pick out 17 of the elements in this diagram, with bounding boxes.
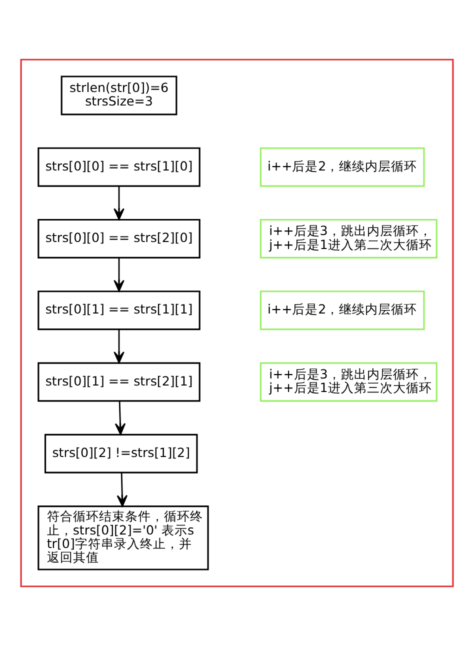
arrow xyxy=(114,330,124,364)
arrow xyxy=(114,401,126,435)
node-box: strs[0][1] == strs[2][1] xyxy=(38,362,200,402)
node-box: i++后是2，继续内层循环 xyxy=(260,290,425,330)
node-box: strlen(str[0])=6 strsSize=3 xyxy=(60,76,178,116)
node-box: i++后是3，跳出内层循环，j++后是1进入第二次大循环 xyxy=(260,218,438,258)
cluster xyxy=(20,58,454,588)
node-box: i++后是2，继续内层循环 xyxy=(260,147,425,187)
node-box: strs[0][0] == strs[1][0] xyxy=(38,147,200,187)
node-box: 符合循环结束条件，循环终止，strs[0][2]='0' 表示str[0]字符串录入终止，并返回其值 xyxy=(38,506,209,570)
node-box: strs[0][0] == strs[2][0] xyxy=(38,218,200,258)
arrow xyxy=(116,472,128,507)
arrow xyxy=(114,186,124,220)
node-box: strs[0][1] == strs[1][1] xyxy=(38,290,200,330)
node-box: i++后是3，跳出内层循环，j++后是1进入第三次大循环 xyxy=(260,362,438,402)
node-box: strs[0][2] !=strs[1][2] xyxy=(44,434,198,474)
arrow xyxy=(114,258,124,292)
